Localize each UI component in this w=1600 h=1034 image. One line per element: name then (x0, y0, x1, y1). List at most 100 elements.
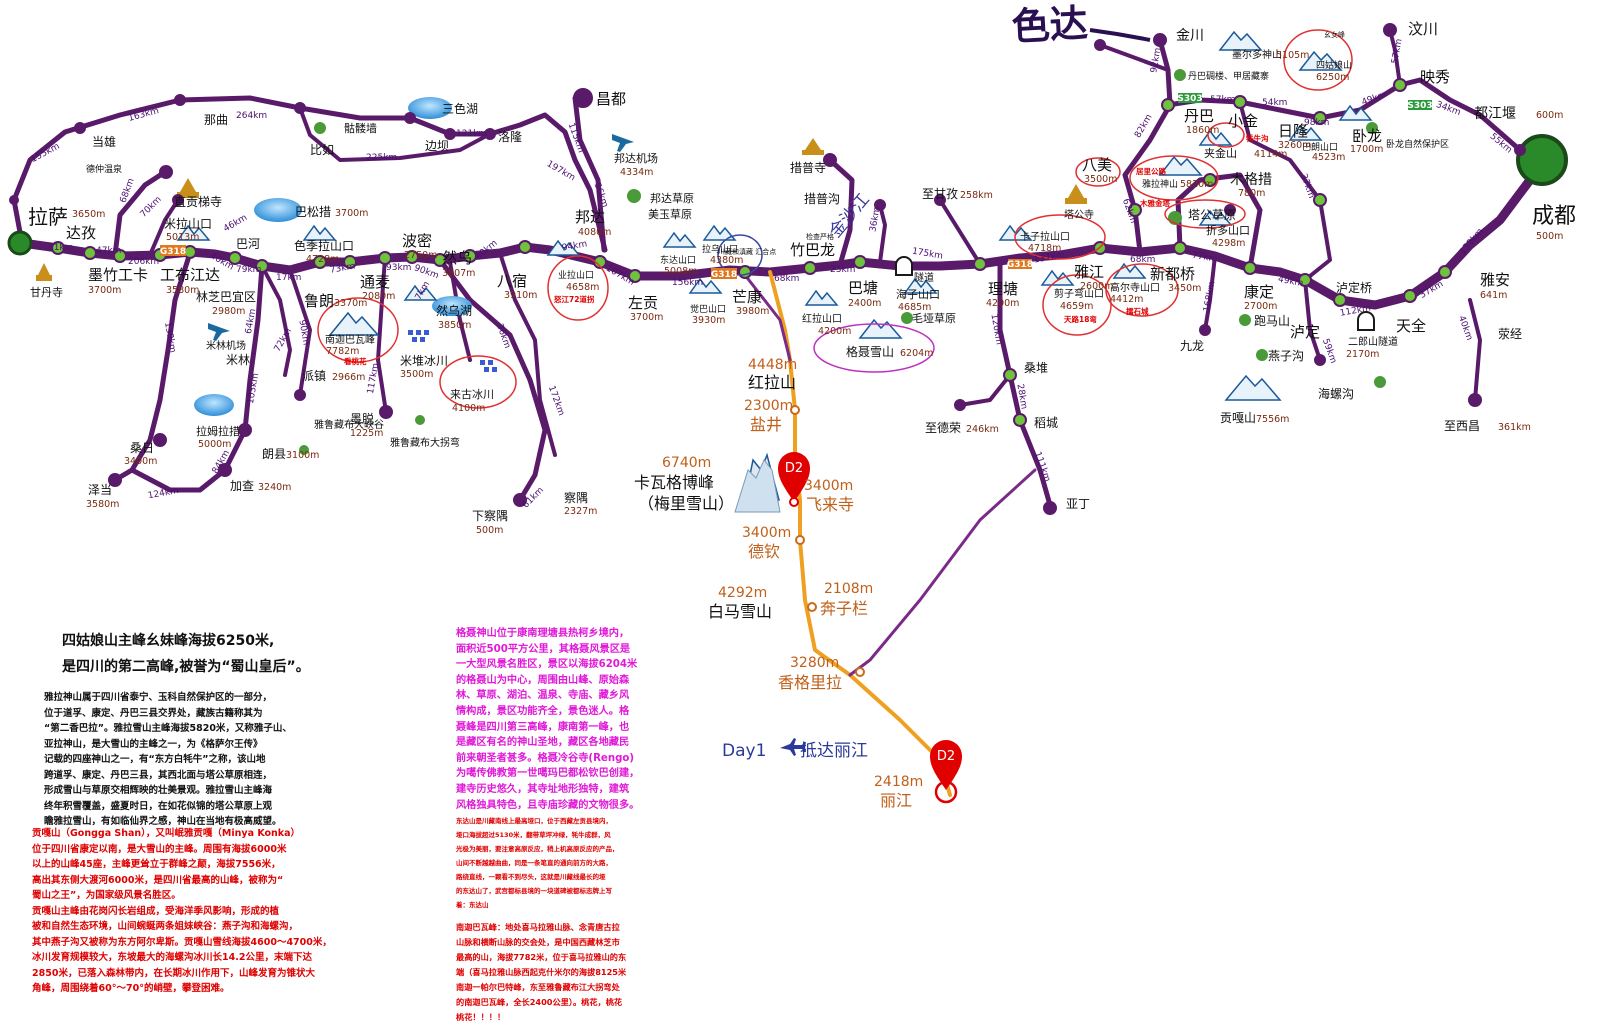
glacier-icon (408, 330, 497, 372)
label-cuopu: 措普寺 (790, 161, 826, 175)
mountain-icon (1288, 124, 1323, 141)
label-wenchuan: 汶川 (1408, 20, 1438, 38)
svg-text:57km: 57km (1390, 38, 1404, 65)
svg-text:500m: 500m (476, 525, 503, 536)
meili-mountain-icon (734, 459, 781, 513)
mountain-icon (998, 224, 1033, 241)
label-nagqu: 那曲 (204, 113, 228, 127)
svg-text:49km: 49km (1277, 275, 1304, 289)
route-yarlung (288, 268, 312, 397)
label-dazi: 达孜 (66, 224, 96, 242)
svg-text:3280m: 3280m (790, 655, 839, 671)
mountain-icon (804, 289, 839, 306)
temple-icon (177, 178, 199, 198)
scenic-badge-icon (299, 445, 309, 455)
svg-text:139km: 139km (1458, 227, 1486, 257)
svg-text:2400m: 2400m (848, 298, 881, 309)
svg-text:5820m: 5820m (1180, 179, 1213, 190)
node-chengdu[interactable] (1516, 134, 1568, 186)
svg-text:居里公路: 居里公路 (1136, 166, 1166, 176)
tunnel-icon (1357, 311, 1375, 331)
place-labels: 拉萨 达孜 甘丹寺 当雄 那曲 德仲温泉 直贡梯寺 墨竹工卡 米拉山口 工布江达… (28, 20, 1576, 523)
mountain-icon (1198, 209, 1233, 226)
svg-text:4728m: 4728m (306, 254, 339, 265)
route-linzhi (129, 263, 265, 493)
label-batang: 巴塘 (848, 279, 878, 297)
label-danba-villages: 丹巴碉楼、甲居藏寨 (1188, 70, 1269, 82)
label-mangkang: 芒康 (732, 288, 762, 306)
svg-text:124km: 124km (147, 486, 179, 501)
svg-text:4100m: 4100m (452, 403, 485, 414)
svg-text:4298m: 4298m (1212, 238, 1245, 249)
svg-text:90km: 90km (296, 319, 310, 346)
road-badge-s303: S303 (1177, 94, 1202, 104)
label-gongga: 贡嘎山 (1220, 411, 1256, 425)
route-chayu (437, 257, 548, 503)
mountain-icon (858, 318, 903, 339)
svg-text:2108m: 2108m (824, 581, 873, 597)
route-zhigong (112, 169, 168, 258)
svg-text:飞来寺: 飞来寺 (806, 495, 854, 514)
label-chengdu: 成都 (1532, 204, 1576, 229)
road-badge-g318: G318 (160, 247, 186, 257)
node-lhasa[interactable] (7, 230, 33, 256)
label-yingxiu: 映秀 (1420, 68, 1450, 86)
mountain-icon (662, 231, 697, 248)
label-jinchuan: 金川 (1176, 28, 1204, 44)
svg-text:4718m: 4718m (1028, 243, 1061, 254)
label-kangding: 康定 (1244, 283, 1274, 301)
svg-text:盐井: 盐井 (750, 415, 782, 434)
label-luolong: 洛隆 (498, 129, 522, 144)
label-xinduqiao: 新都桥 (1150, 265, 1195, 283)
label-yanzi: 燕子沟 (1268, 349, 1304, 363)
svg-text:3850m: 3850m (438, 320, 471, 331)
airplane-icon (612, 134, 634, 152)
svg-text:246km: 246km (966, 424, 999, 435)
scenic-badge-icon (1239, 314, 1251, 326)
label-bangda: 邦达 (575, 208, 605, 226)
svg-text:2080m: 2080m (362, 291, 395, 302)
label-rilong: 日隆 (1278, 122, 1308, 140)
pin-lijiang[interactable]: D2 (930, 740, 962, 804)
svg-text:500m: 500m (1536, 231, 1563, 242)
label-changdu: 昌都 (596, 90, 626, 108)
svg-text:197km: 197km (545, 159, 577, 183)
mountain-icon (1158, 155, 1203, 176)
road-network (11, 28, 1547, 797)
svg-text:3910m: 3910m (504, 290, 537, 301)
svg-text:3580m: 3580m (166, 285, 199, 296)
label-zhixichang: 至西昌 (1444, 419, 1480, 433)
label-hailuo: 海螺沟 (1318, 386, 1354, 401)
label-checkpoint: 检查严格 (806, 232, 834, 241)
label-zedang: 泽当 (88, 483, 112, 497)
label-zhiderong: 至德荣 (925, 420, 961, 435)
svg-text:2600m: 2600m (1080, 281, 1113, 292)
label-ganden: 甘丹寺 (30, 286, 63, 299)
svg-text:70km: 70km (139, 195, 164, 220)
label-litang: 理塘 (988, 280, 1018, 298)
label-lawu: 拉乌山口 (702, 243, 738, 255)
label-sangri: 桑日 (130, 441, 154, 455)
svg-text:780m: 780m (1238, 188, 1265, 199)
label-mila: 米拉山口 (164, 216, 212, 231)
label-zuogong: 左贡 (628, 294, 658, 312)
label-zhigong: 直贡梯寺 (174, 195, 222, 209)
airplane-icon (208, 323, 230, 341)
mountain-icon (1040, 269, 1075, 286)
route-paizhen (260, 264, 292, 377)
svg-text:94km: 94km (561, 239, 588, 253)
svg-text:68km: 68km (1130, 255, 1155, 265)
svg-text:68km: 68km (774, 274, 799, 284)
svg-text:4114m: 4114m (1254, 149, 1287, 160)
label-paizhen: 派镇 (302, 369, 326, 383)
pin-feilai[interactable]: D2 (778, 452, 810, 507)
route-xichang (1468, 298, 1482, 402)
scenic-badge-icon (901, 312, 913, 324)
svg-text:4334m: 4334m (620, 167, 653, 178)
svg-text:2980m: 2980m (212, 306, 245, 317)
label-kazila: 卡子拉山口 (1020, 230, 1070, 243)
label-medog: 墨脱 (350, 411, 374, 426)
lakes (194, 97, 472, 416)
svg-text:3400m: 3400m (124, 456, 157, 467)
svg-text:4200m: 4200m (818, 326, 851, 337)
